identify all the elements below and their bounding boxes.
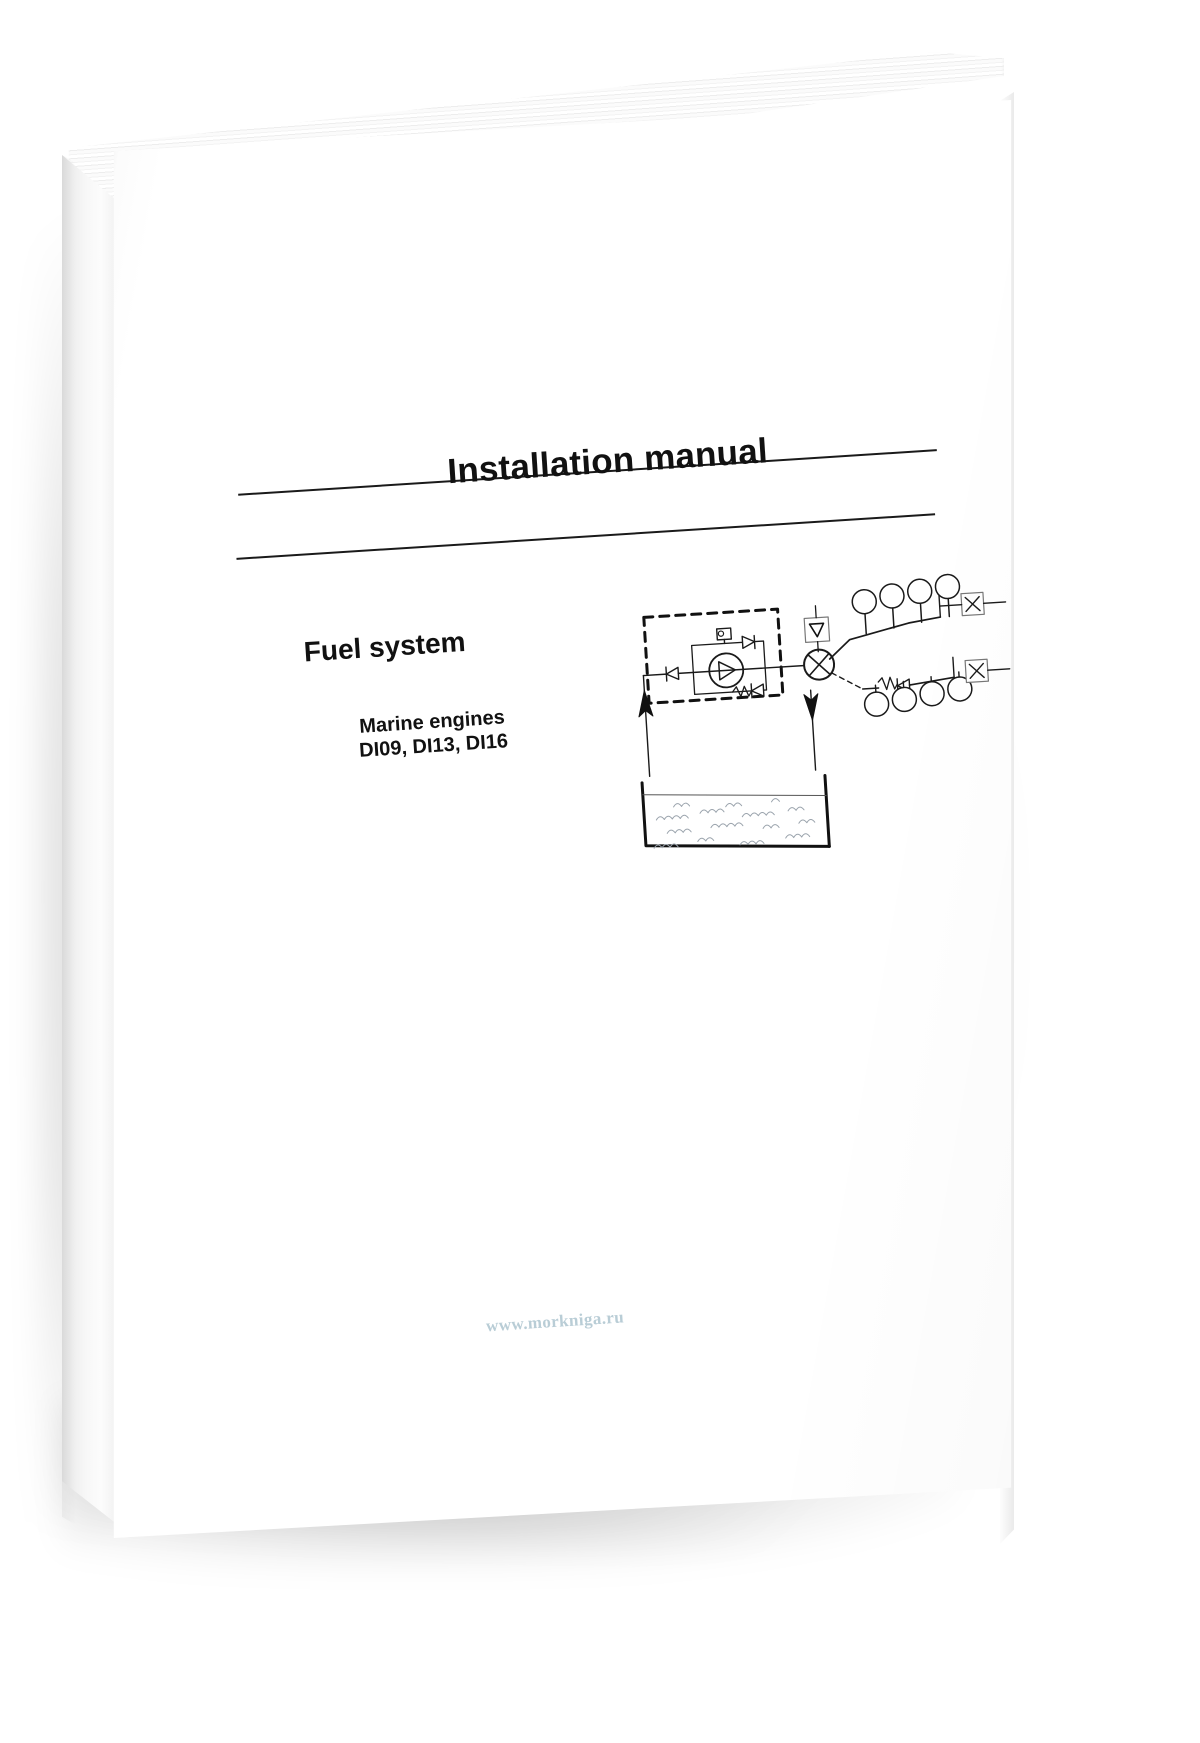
fuel-level-waves: [653, 798, 816, 849]
front-cover: [113, 100, 1012, 1538]
pump-main-line: [677, 664, 806, 675]
bleed-valve: [803, 605, 831, 653]
engine-models-block: Marine engines DI09, DI13, DI16: [302, 702, 565, 768]
injectors-upper: [851, 573, 961, 635]
return-flow-arrow: [803, 693, 819, 721]
cover-subtitle: Fuel system: [302, 625, 467, 668]
book-spine-shading: [62, 155, 76, 1525]
filter-return-link: [830, 672, 864, 690]
injectors-lower: [863, 671, 973, 717]
upper-rail: [828, 616, 942, 660]
cover-content: Installation manual Fuel system Marine e…: [112, 68, 1063, 1537]
fuel-system-diagram: [608, 558, 1025, 872]
page-title: Installation manual: [446, 431, 769, 492]
watermark-url: www.morkniga.ru: [485, 1307, 625, 1336]
fuel-tank: [640, 773, 831, 849]
feed-pump-module-boundary: [642, 607, 785, 705]
fuel-filter: [803, 648, 836, 681]
title-rule-bottom: [236, 513, 936, 560]
check-valve-outlet: [741, 634, 756, 650]
overflow-valve: [731, 683, 765, 699]
connector-box-lower: [964, 658, 1011, 684]
hand-primer: [715, 627, 733, 645]
connector-box-upper: [938, 591, 1007, 617]
book-spine: [62, 155, 118, 1525]
pump-lower-branch: [692, 667, 768, 696]
suction-flow-arrow: [638, 690, 654, 718]
check-valve-inlet: [665, 666, 680, 682]
pump-upper-branch: [690, 640, 766, 674]
